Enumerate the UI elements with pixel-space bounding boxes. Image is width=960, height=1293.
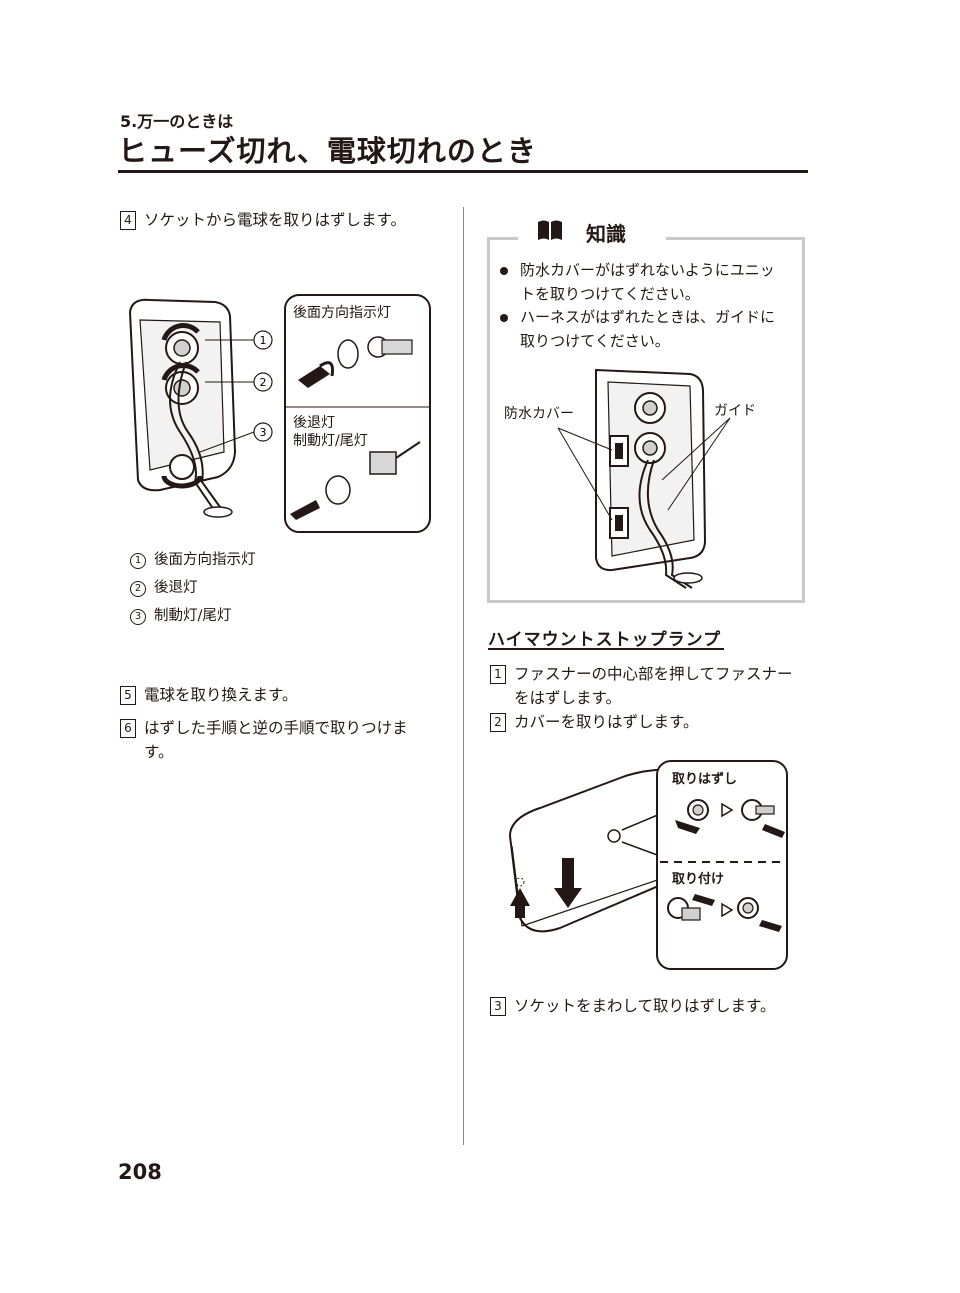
legend-item: 2 後退灯 (130, 576, 198, 597)
harness-figure: 防水カバー ガイド (500, 360, 800, 598)
heading-underline (488, 648, 724, 650)
step-number: 2 (490, 713, 506, 732)
legend-item: 1 後面方向指示灯 (130, 548, 256, 569)
tail-lamp-illustration: 1 2 3 (128, 294, 431, 533)
label-rear-turn: 後面方向指示灯 (293, 305, 391, 321)
tail-lamp-figure: 1 2 3 後面方向指示灯 後退灯 制動灯/尾灯 (120, 292, 435, 537)
step-number: 3 (490, 997, 506, 1016)
step-6: 6 はずした手順と逆の手順で取りつけま す。 (120, 716, 450, 766)
bullet-line-1: 防水カバーがはずれないようにユニッ (520, 261, 775, 279)
highmount-step-2: 2 カバーを取りはずします。 (490, 710, 810, 736)
step-text-line-1: ファスナーの中心部を押してファスナー (514, 665, 793, 683)
step-4: 4 ソケットから電球を取りはずします。 (120, 208, 450, 234)
label-remove: 取りはずし (672, 772, 738, 787)
knowledge-bullet: ハーネスがはずれたときは、ガイドに 取りつけてください。 (500, 305, 795, 355)
step-text-line-1: はずした手順と逆の手順で取りつけま (144, 719, 408, 737)
section-label: 5.万一のときは (120, 112, 234, 131)
label-brake-tail: 制動灯/尾灯 (293, 433, 368, 449)
knowledge-header: 知識 (518, 214, 666, 248)
highmount-step-3: 3 ソケットをまわして取りはずします。 (490, 994, 810, 1020)
knowledge-title: 知識 (586, 222, 626, 246)
highmount-step-1: 1 ファスナーの中心部を押してファスナー をはずします。 (490, 662, 810, 712)
label-waterproof-cover: 防水カバー (504, 406, 574, 422)
label-guide: ガイド (714, 403, 756, 419)
legend-number: 3 (130, 609, 146, 625)
callout-3: 3 (260, 426, 267, 439)
legend-number: 1 (130, 553, 146, 569)
step-number: 5 (120, 686, 136, 705)
harness-illustration (557, 368, 731, 589)
step-text: カバーを取りはずします。 (514, 713, 699, 731)
page-number: 208 (118, 1160, 162, 1184)
callout-2: 2 (260, 376, 267, 389)
highmount-heading: ハイマウントストップランプ (488, 630, 722, 650)
bullet-dot (500, 314, 508, 322)
fastener-illustration (508, 760, 788, 970)
legend-text: 後退灯 (154, 580, 198, 596)
legend-text: 後面方向指示灯 (154, 552, 256, 568)
legend-item: 3 制動灯/尾灯 (130, 604, 231, 625)
bullet-line-2: トを取りつけてください。 (520, 285, 700, 303)
fastener-figure: 取りはずし 取り付け (500, 758, 800, 973)
book-icon (538, 220, 562, 240)
step-text: 電球を取り換えます。 (144, 686, 298, 704)
bullet-line-2: 取りつけてください。 (520, 332, 670, 350)
step-number: 1 (490, 665, 506, 684)
page-title: ヒューズ切れ、電球切れのとき (118, 134, 537, 168)
column-divider (463, 207, 464, 1145)
legend-text: 制動灯/尾灯 (154, 608, 232, 624)
bullet-line-1: ハーネスがはずれたときは、ガイドに (520, 308, 776, 326)
callout-1: 1 (260, 334, 267, 347)
title-rule (118, 170, 808, 173)
step-text-line-2: す。 (144, 743, 174, 761)
step-text-line-2: をはずします。 (514, 689, 621, 707)
legend-number: 2 (130, 581, 146, 597)
step-text: ソケットから電球を取りはずします。 (144, 211, 406, 229)
knowledge-bullet: 防水カバーがはずれないようにユニッ トを取りつけてください。 (500, 258, 795, 308)
step-5: 5 電球を取り換えます。 (120, 683, 450, 709)
label-backup: 後退灯 (293, 415, 335, 431)
step-number: 4 (120, 211, 136, 230)
bullet-dot (500, 267, 508, 275)
step-text: ソケットをまわして取りはずします。 (514, 997, 776, 1015)
label-install: 取り付け (672, 872, 725, 887)
step-number: 6 (120, 719, 136, 738)
